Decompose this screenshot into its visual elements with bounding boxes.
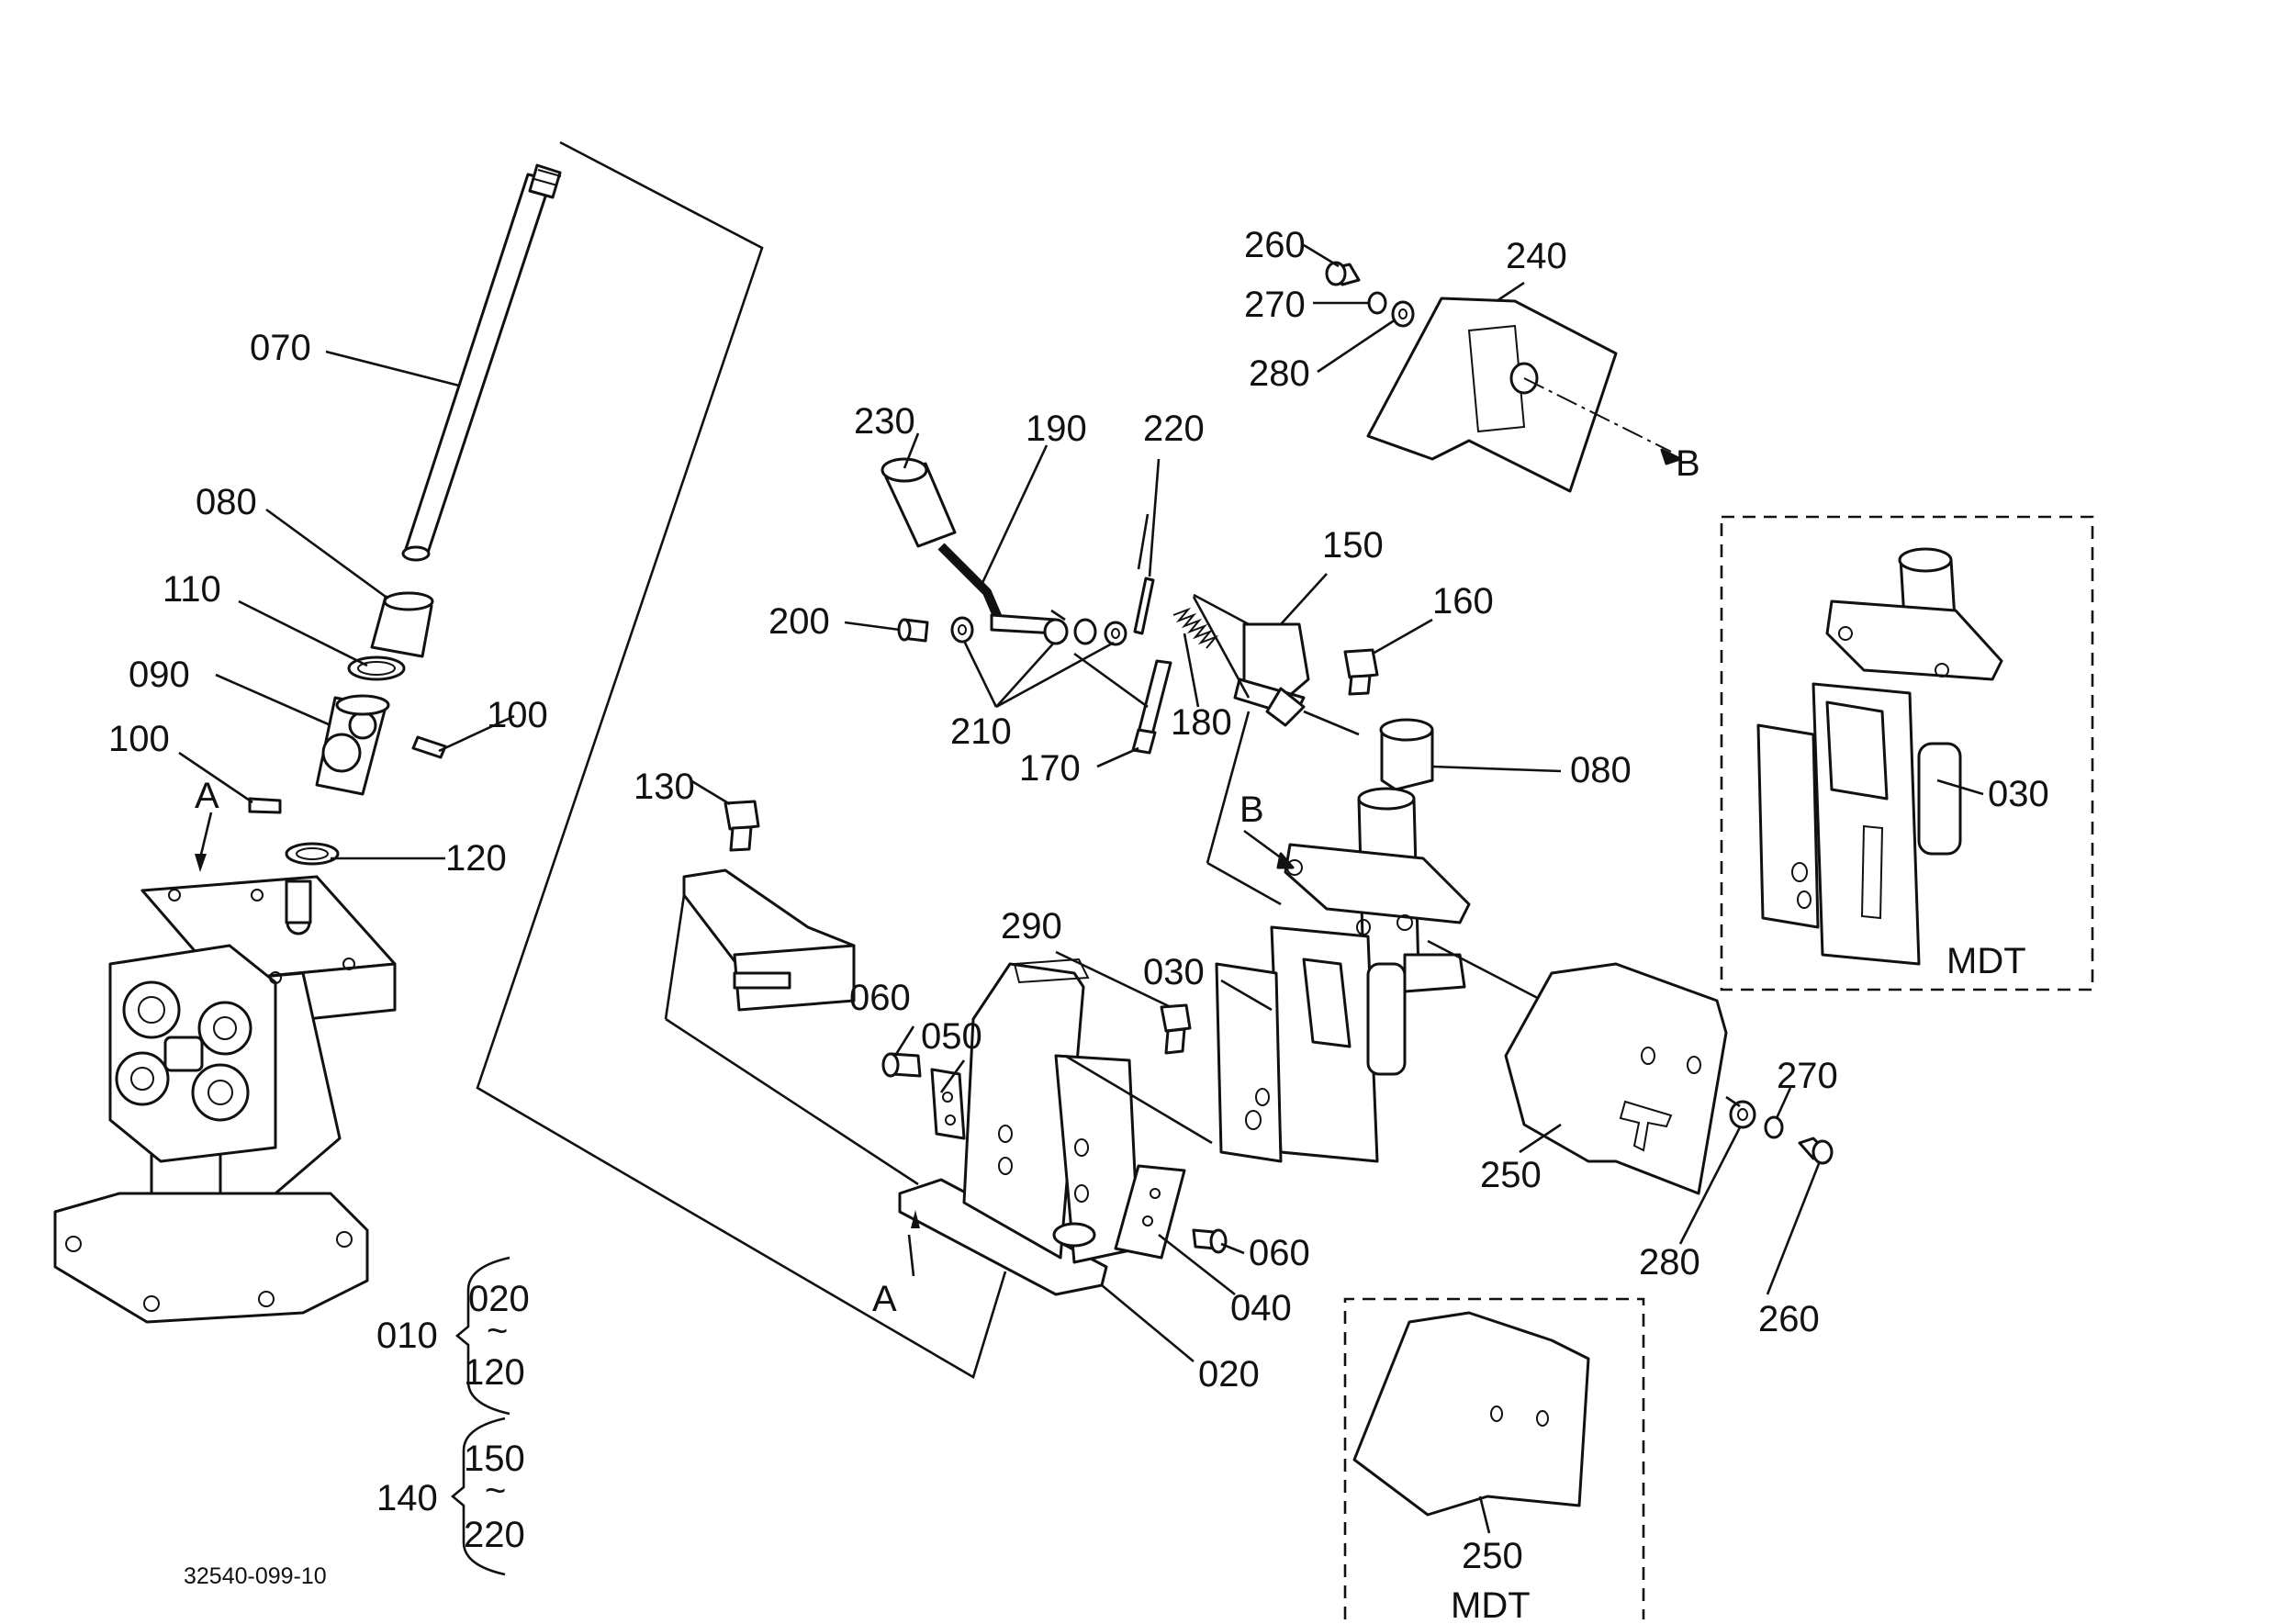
callout-150: 150 <box>1322 525 1384 566</box>
callout-260-right: 260 <box>1758 1299 1820 1339</box>
screw-260-top <box>1325 261 1361 286</box>
cover-240 <box>1366 297 1618 493</box>
washer-280-top <box>1391 300 1415 328</box>
pin-170 <box>1131 659 1172 755</box>
bracket-020 <box>898 958 1140 1296</box>
universal-joint-090 <box>315 694 390 796</box>
callout-040: 040 <box>1230 1288 1292 1328</box>
callout-290: 290 <box>1001 906 1062 946</box>
column-030-center <box>1215 787 1471 1163</box>
group-range-010: 010 020 ~ 120 <box>376 1256 530 1416</box>
callout-060-left: 060 <box>849 978 911 1018</box>
callout-080-left: 080 <box>196 482 257 522</box>
mdt-box-bottom <box>1343 1297 1645 1619</box>
callout-180: 180 <box>1171 702 1232 743</box>
callout-160: 160 <box>1432 581 1494 622</box>
washers-210 <box>950 616 1127 646</box>
knob-230 <box>881 457 957 548</box>
plate-040 <box>1114 1164 1186 1260</box>
plate-050 <box>930 1068 966 1140</box>
bolt-160 <box>1343 648 1379 696</box>
callout-280-right: 280 <box>1639 1242 1700 1282</box>
callout-250-right: 250 <box>1480 1155 1542 1195</box>
steering-valve-body <box>53 875 397 1324</box>
group-010-sep: ~ <box>487 1311 508 1351</box>
callout-190: 190 <box>1026 409 1087 449</box>
drawing-number: 32540-099-10 <box>184 1563 327 1589</box>
callout-080-right: 080 <box>1570 750 1632 790</box>
leader-lines <box>178 243 1984 1534</box>
bracket-150 <box>1233 622 1310 727</box>
washer-270-right <box>1764 1115 1784 1139</box>
group-range-140: 140 150 ~ 220 <box>376 1417 525 1576</box>
callout-A-bottom: A <box>872 1279 897 1319</box>
callout-110: 110 <box>163 569 221 610</box>
cover-250 <box>1504 962 1728 1195</box>
callout-200: 200 <box>768 601 830 642</box>
callout-210: 210 <box>950 711 1012 752</box>
callout-A-left: A <box>195 776 219 816</box>
callout-230: 230 <box>854 401 915 442</box>
bushing-080-left <box>370 591 434 658</box>
callout-090: 090 <box>129 655 190 695</box>
pin-220 <box>1133 577 1155 635</box>
callout-030-mdt: 030 <box>1988 774 2049 814</box>
callout-270-right: 270 <box>1777 1056 1838 1096</box>
group-010-to: 120 <box>464 1352 525 1393</box>
callout-B-center: B <box>1239 790 1264 830</box>
bolt-060-right <box>1192 1228 1228 1254</box>
plate-130-bracket <box>682 868 856 1012</box>
group-010-from: 020 <box>468 1279 530 1319</box>
callout-240: 240 <box>1506 236 1567 276</box>
pin-100-left <box>248 797 282 814</box>
callout-280-top: 280 <box>1249 353 1310 394</box>
clip-120 <box>285 842 340 866</box>
callout-060-right: 060 <box>1249 1233 1310 1273</box>
bushing-080-right <box>1379 718 1434 791</box>
washer-270-top <box>1367 291 1387 315</box>
callout-100-right: 100 <box>487 695 548 735</box>
assembly-frame-line <box>476 140 1007 1379</box>
callout-170: 170 <box>1019 748 1081 789</box>
callout-labels: 070 080 110 090 100 100 A 120 260 270 28… <box>108 225 2049 1624</box>
washer-280-right <box>1729 1100 1756 1129</box>
callout-070: 070 <box>250 328 311 368</box>
column-030-mdt <box>1756 547 2003 966</box>
bolt-290 <box>1160 1003 1192 1055</box>
spring-180 <box>1172 607 1219 649</box>
group-140-sep: ~ <box>485 1471 506 1511</box>
callout-120: 120 <box>445 838 507 879</box>
group-140-to: 220 <box>464 1515 525 1555</box>
cover-250-mdt <box>1352 1311 1590 1517</box>
callout-100-left: 100 <box>108 719 170 759</box>
callout-030-center: 030 <box>1143 952 1205 992</box>
callout-020: 020 <box>1198 1354 1260 1394</box>
steering-shaft <box>401 163 562 562</box>
bolt-200 <box>897 618 929 643</box>
screw-260-right <box>1798 1137 1834 1165</box>
group-140-parent: 140 <box>376 1478 438 1518</box>
mdt-label-bottom: MDT <box>1451 1585 1531 1619</box>
bolt-060-left <box>881 1052 922 1078</box>
group-140-from: 150 <box>464 1439 525 1479</box>
callout-250-mdt: 250 <box>1462 1536 1523 1576</box>
callout-050: 050 <box>921 1016 982 1057</box>
callout-260-top: 260 <box>1244 225 1306 265</box>
callout-130: 130 <box>634 767 695 807</box>
mdt-label-top: MDT <box>1946 941 2026 981</box>
group-010-parent: 010 <box>376 1316 438 1356</box>
bolt-130 <box>723 800 760 852</box>
callout-270-top: 270 <box>1244 285 1306 325</box>
pin-100-right <box>411 735 447 759</box>
callout-B-top: B <box>1676 443 1700 484</box>
callout-220: 220 <box>1143 409 1205 449</box>
